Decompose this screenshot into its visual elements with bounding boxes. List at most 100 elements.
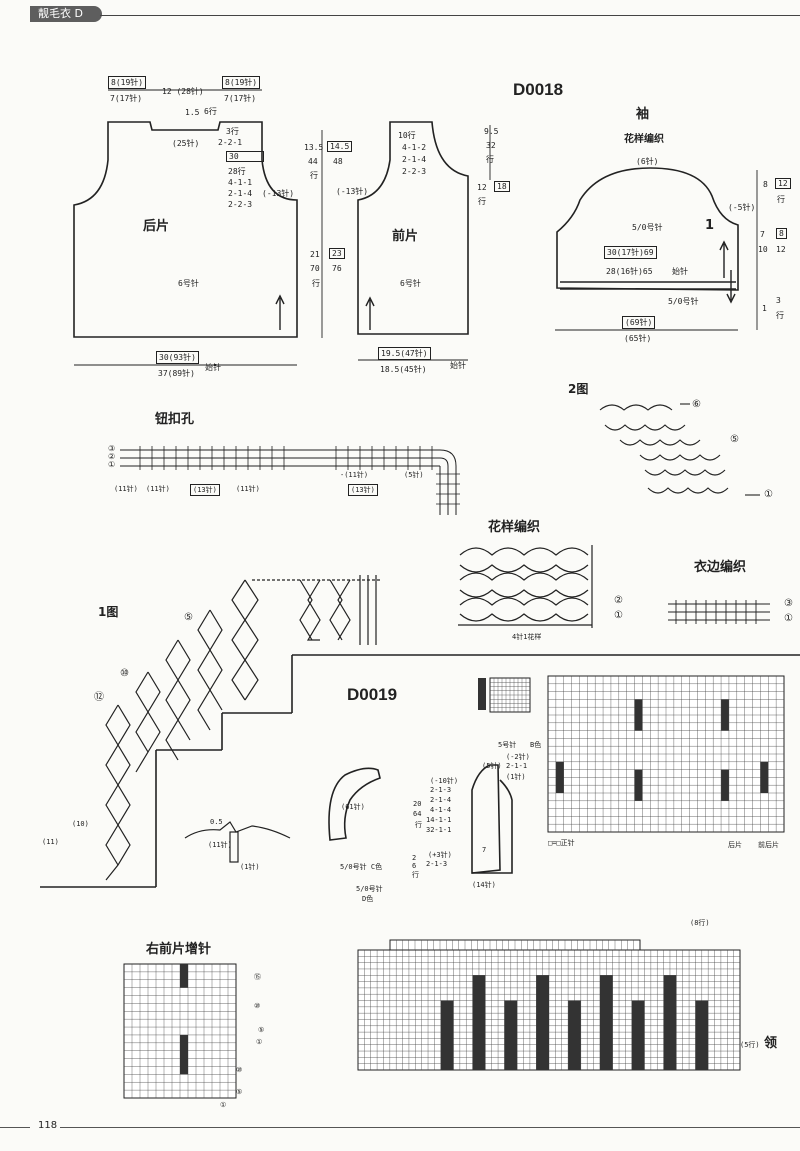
shape-height-b: 64 xyxy=(413,810,422,818)
shape-left-b: 2-1-3 xyxy=(430,786,452,794)
d0018-code: D0018 xyxy=(513,80,564,99)
shape-left-a: (-10针) xyxy=(430,777,459,785)
back-arm-e: 2-1-4 xyxy=(228,189,253,198)
fig2-title: 2图 xyxy=(568,382,589,396)
shape-bl-c: 行 xyxy=(412,871,419,879)
back-arm-c: 28行 xyxy=(228,167,246,176)
shape-height-a: 20 xyxy=(413,800,422,808)
fig2-row5: ⑤ xyxy=(730,434,739,445)
bh-l3: (13针) xyxy=(190,484,220,496)
mid-lower-a: 21 xyxy=(310,250,320,259)
collar-label: (61针) xyxy=(341,803,365,811)
back-top-right-sub: 7(17针) xyxy=(224,94,257,103)
shape-dec-b: 2-1-1 xyxy=(506,762,528,770)
header-tab: 靓毛衣 D xyxy=(30,6,102,22)
rf-r15: ⑮ xyxy=(254,973,261,981)
pattern-row2: ② xyxy=(614,595,623,606)
collar-outline xyxy=(328,767,381,841)
sleeve-num: 1 xyxy=(705,218,715,233)
fig1-title: 1图 xyxy=(98,605,119,619)
back-top-right-box: 8(19针) xyxy=(222,76,261,89)
back-top-left-box: 8(19针) xyxy=(108,76,147,89)
bh-l6: (13针) xyxy=(348,484,378,496)
fig1-left-a: (11) xyxy=(42,838,59,846)
sleeve-right-box-a: 12 xyxy=(775,178,791,189)
back-bottom-start: 始针 xyxy=(205,363,221,372)
fig2-row6: ⑥ xyxy=(692,399,701,410)
shape-hook: 5号针 xyxy=(498,741,517,749)
bh-row2: ② xyxy=(108,452,116,461)
sleeve-dec: (-5针) xyxy=(728,203,756,212)
mid-upper-box-a: 14.5 xyxy=(327,141,353,152)
back-arm-d: 4-1-1 xyxy=(228,178,253,187)
buttonhole-title: 钮扣孔 xyxy=(155,412,195,427)
fig1-row12: ⑫ xyxy=(94,692,104,703)
bottom-neck-label: 领 xyxy=(764,1036,778,1051)
back-needle: 6号针 xyxy=(178,279,199,288)
bottom-label-b: (5行) xyxy=(740,1041,760,1049)
pattern-repeat: 4针1花样 xyxy=(512,633,542,641)
sleeve-right-e: 1 xyxy=(762,304,767,313)
sleeve-right-box-b: 8 xyxy=(776,228,787,239)
sleeve-bottom-sub: (65针) xyxy=(624,334,652,343)
front-right-box: 18 xyxy=(494,181,510,192)
back-label: 后片 xyxy=(143,219,170,234)
back-arm-f: 2-2-3 xyxy=(228,200,253,209)
mid-lower-box-a: 23 xyxy=(329,248,345,259)
front-label: 前片 xyxy=(392,229,419,244)
rf-rr1: ① xyxy=(220,1101,227,1109)
shape-dec-a: (-2针) xyxy=(506,753,530,761)
sleeve-outline xyxy=(556,167,739,291)
edge-row1: ① xyxy=(784,613,793,624)
bottom-main-chart xyxy=(357,949,741,1071)
back-neck-rows: 6行 xyxy=(204,107,217,116)
shape-color: B色 xyxy=(530,741,542,749)
shape-bottom-b: 2-1-3 xyxy=(426,860,448,868)
page-number: 118 xyxy=(38,1120,58,1131)
front-bottom-sub: 18.5(45针) xyxy=(380,365,427,374)
fig1-row5: ⑤ xyxy=(184,612,193,623)
sleeve-box-a: 30(17针)69 xyxy=(604,246,657,259)
bh-l1: (11针) xyxy=(114,485,138,493)
fig1-lattice xyxy=(105,575,380,881)
rf-rr5: ⑤ xyxy=(236,1088,243,1096)
sleeve-right-a: 8 xyxy=(763,180,768,189)
shape-left-d: 4-1-4 xyxy=(430,806,452,814)
pattern-shells xyxy=(458,545,593,628)
shape-top: (5针) xyxy=(482,762,502,770)
sleeve-needle: 5/0号针 xyxy=(632,223,663,232)
bh-row1: ① xyxy=(108,460,116,469)
back-arm-b: 2-2-1 xyxy=(218,138,243,147)
d0019-code: D0019 xyxy=(347,685,398,704)
front-right-b: 32 xyxy=(486,141,496,150)
sleeve-right-f: 3 xyxy=(776,296,781,305)
chart-front: 前后片 xyxy=(758,841,779,849)
collar-color-b: D色 xyxy=(362,895,374,903)
mid-dec-left: (-13针) xyxy=(336,187,369,196)
sleeve-pattern: 花样编织 xyxy=(624,134,664,145)
front-dec-c: 2-1-4 xyxy=(402,155,427,164)
rf-rr10: ⑩ xyxy=(236,1066,243,1074)
back-arm-a: 3行 xyxy=(226,127,239,136)
chart-back: 后片 xyxy=(728,841,742,849)
mid-lower-b: 70 xyxy=(310,264,320,273)
front-dec-a: 10行 xyxy=(398,131,416,140)
back-bottom-sub: 37(89针) xyxy=(158,369,195,378)
mid-lower-c: 行 xyxy=(312,279,320,288)
shape-left-c: 2-1-4 xyxy=(430,796,452,804)
shape-bl-b: 6 xyxy=(412,862,417,870)
front-right-c: 行 xyxy=(486,155,494,164)
sleeve-right-box-c: 12 xyxy=(776,245,786,254)
rf-r5: ⑤ xyxy=(258,1026,265,1034)
header-rule xyxy=(100,15,800,16)
front-right-d: 12 xyxy=(477,183,487,192)
bh-row3: ③ xyxy=(108,444,116,453)
mid-lower-box-b: 76 xyxy=(332,264,342,273)
back-top-mid: 12 (28针) xyxy=(162,87,204,96)
fig2-shells xyxy=(599,403,760,496)
sleeve-title: 袖 xyxy=(636,107,650,122)
rf-r1: ① xyxy=(256,1038,263,1046)
right-front-chart xyxy=(123,963,237,1099)
front-dec-d: 2-2-3 xyxy=(402,167,427,176)
